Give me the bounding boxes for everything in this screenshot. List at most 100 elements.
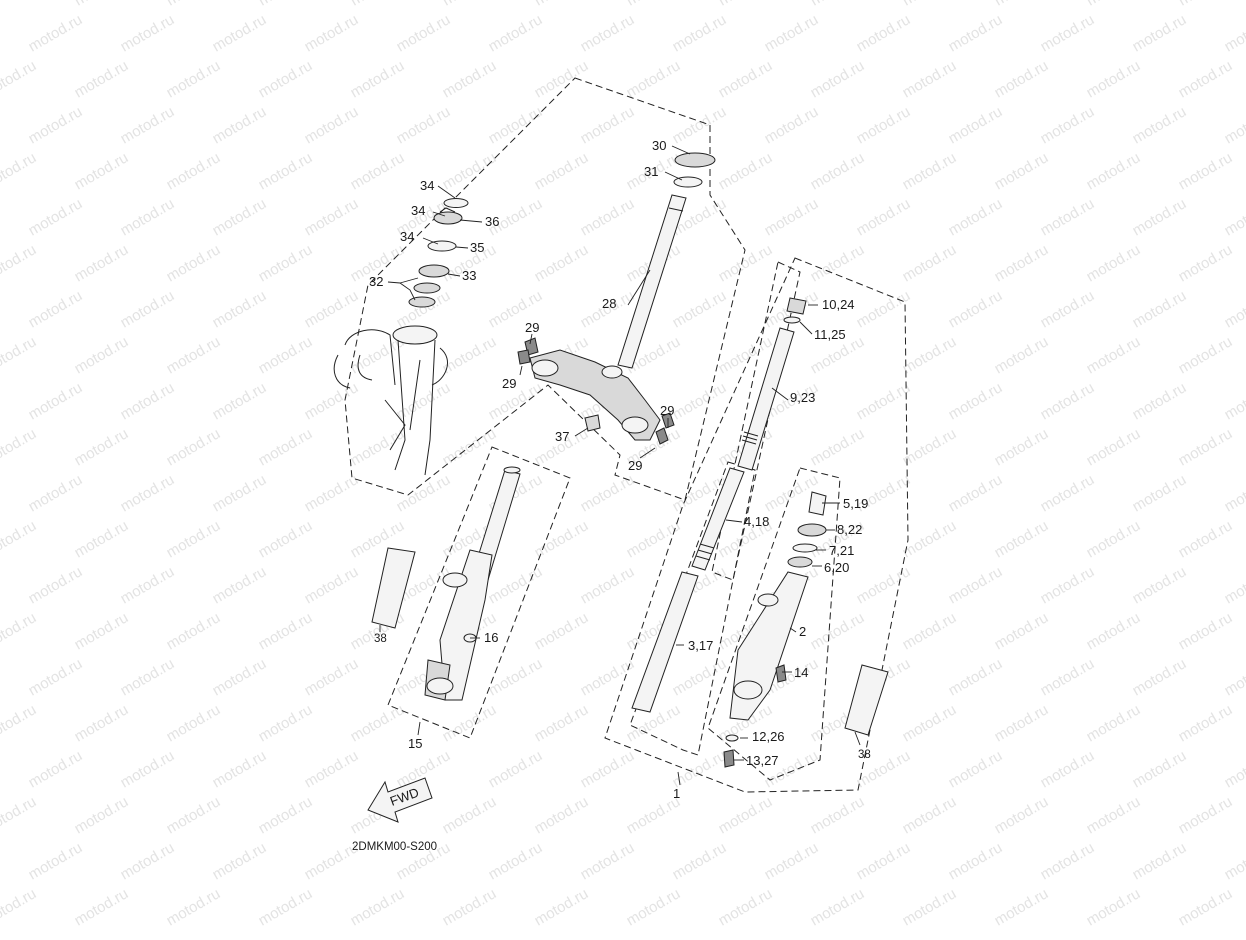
watermark-text: motod.ru (1084, 57, 1144, 101)
watermark-text: motod.ru (1176, 57, 1236, 101)
watermark-text: motod.ru (1222, 11, 1246, 55)
watermark-text: motod.ru (302, 563, 362, 607)
watermark-text: motod.ru (1038, 655, 1098, 699)
watermark-text: motod.ru (1084, 425, 1144, 469)
watermark-text: motod.ru (348, 0, 408, 9)
watermark-text: motod.ru (670, 11, 730, 55)
watermark-text: motod.ru (992, 241, 1052, 285)
watermark-text: motod.ru (578, 931, 638, 935)
watermark-text: motod.ru (0, 793, 39, 837)
watermark-text: motod.ru (1130, 931, 1190, 935)
callout-1: 1 (673, 786, 680, 801)
watermark-text: motod.ru (946, 11, 1006, 55)
watermark-text: motod.ru (210, 747, 270, 791)
callout-32: 32 (369, 274, 383, 289)
watermark-text: motod.ru (486, 839, 546, 883)
watermark-text: motod.ru (486, 103, 546, 147)
watermark-text: motod.ru (486, 747, 546, 791)
watermark-text: motod.ru (440, 793, 500, 837)
watermark-text: motod.ru (26, 103, 86, 147)
watermark-text: motod.ru (26, 839, 86, 883)
watermark-text: motod.ru (854, 103, 914, 147)
watermark-text: motod.ru (348, 885, 408, 929)
watermark-text: motod.ru (624, 0, 684, 9)
watermark-text: motod.ru (1038, 195, 1098, 239)
watermark-text: motod.ru (532, 701, 592, 745)
watermark-text: motod.ru (1084, 793, 1144, 837)
watermark-text: motod.ru (164, 609, 224, 653)
watermark-text: motod.ru (808, 425, 868, 469)
watermark-text: motod.ru (1176, 149, 1236, 193)
watermark-text: motod.ru (670, 287, 730, 331)
watermark-text: motod.ru (716, 793, 776, 837)
watermark-text: motod.ru (72, 701, 132, 745)
watermark-text: motod.ru (854, 287, 914, 331)
watermark-text: motod.ru (1222, 747, 1246, 791)
callout-29-a: 29 (525, 320, 539, 335)
callout-10-24: 10,24 (822, 297, 855, 312)
watermark-text: motod.ru (946, 747, 1006, 791)
watermark-text: motod.ru (1084, 517, 1144, 561)
watermark-text: motod.ru (992, 701, 1052, 745)
watermark-text: motod.ru (670, 931, 730, 935)
watermark-text: motod.ru (1130, 103, 1190, 147)
watermark-text: motod.ru (670, 103, 730, 147)
watermark-text: motod.ru (0, 425, 39, 469)
watermark-text: motod.ru (1084, 701, 1144, 745)
watermark-text: motod.ru (26, 563, 86, 607)
watermark-text: motod.ru (256, 149, 316, 193)
watermark-text: motod.ru (1222, 287, 1246, 331)
watermark-text: motod.ru (394, 11, 454, 55)
watermark-text: motod.ru (440, 149, 500, 193)
watermark-text: motod.ru (946, 471, 1006, 515)
watermark-text: motod.ru (440, 0, 500, 9)
watermark-text: motod.ru (210, 195, 270, 239)
watermark-text: motod.ru (394, 103, 454, 147)
callout-6-20: 6,20 (824, 560, 849, 575)
watermark-text: motod.ru (624, 517, 684, 561)
callout-3-17: 3,17 (688, 638, 713, 653)
watermark-text: motod.ru (1222, 931, 1246, 935)
watermark-text: motod.ru (26, 287, 86, 331)
watermark-text: motod.ru (854, 11, 914, 55)
callout-34-top: 34 (420, 178, 434, 193)
watermark-text: motod.ru (808, 0, 868, 9)
watermark-text: motod.ru (440, 333, 500, 377)
watermark-text: motod.ru (348, 425, 408, 469)
watermark-text: motod.ru (808, 793, 868, 837)
watermark-text: motod.ru (532, 0, 592, 9)
watermark-text: motod.ru (256, 241, 316, 285)
watermark-text: motod.ru (900, 425, 960, 469)
watermark-text: motod.ru (1038, 931, 1098, 935)
callout-34-low: 34 (400, 229, 414, 244)
watermark-text: motod.ru (1176, 793, 1236, 837)
watermark-text: motod.ru (1084, 0, 1144, 9)
watermark-text: motod.ru (26, 931, 86, 935)
watermark-text: motod.ru (946, 563, 1006, 607)
watermark-text: motod.ru (578, 747, 638, 791)
callout-29-d: 29 (628, 458, 642, 473)
callout-12-26: 12,26 (752, 729, 785, 744)
watermark-text: motod.ru (72, 793, 132, 837)
watermark-text: motod.ru (1084, 149, 1144, 193)
watermark-text: motod.ru (164, 333, 224, 377)
watermark-text: motod.ru (210, 103, 270, 147)
watermark-text: motod.ru (256, 0, 316, 9)
callout-7-21: 7,21 (829, 543, 854, 558)
watermark-text: motod.ru (348, 149, 408, 193)
watermark-text: motod.ru (164, 793, 224, 837)
watermark-text: motod.ru (1222, 471, 1246, 515)
watermark-text: motod.ru (808, 149, 868, 193)
watermark-text: motod.ru (486, 563, 546, 607)
watermark-text: motod.ru (394, 931, 454, 935)
watermark-text: motod.ru (532, 57, 592, 101)
callout-29-b: 29 (502, 376, 516, 391)
watermark-text: motod.ru (1038, 471, 1098, 515)
watermark-text: motod.ru (1130, 747, 1190, 791)
watermark-text: motod.ru (0, 333, 39, 377)
watermark-text: motod.ru (302, 195, 362, 239)
callout-36: 36 (485, 214, 499, 229)
watermark-text: motod.ru (992, 149, 1052, 193)
